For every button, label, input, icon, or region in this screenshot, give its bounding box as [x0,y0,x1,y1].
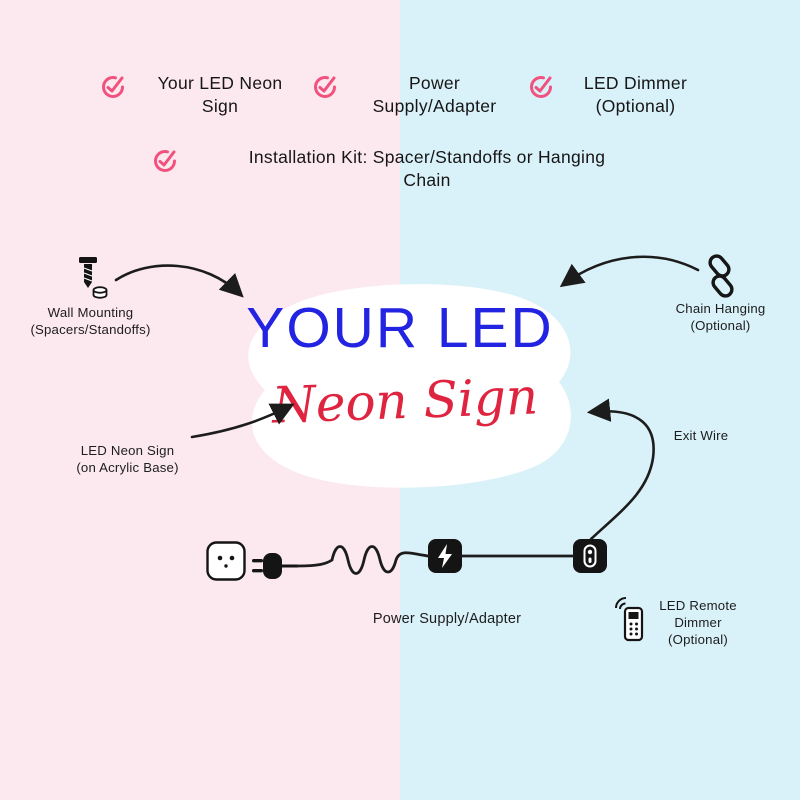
checklist-item-dimmer: LED Dimmer (Optional) [528,72,708,118]
neon-sign-title: YOUR LED [246,296,554,360]
exit-wire-cable [586,398,655,541]
checklist-item-power-supply: Power Supply/Adapter [312,72,522,118]
check-icon [528,73,554,104]
inline-dimmer-icon [573,539,607,578]
power-adapter-icon [428,539,462,578]
exit-wire-label: Exit Wire [673,428,729,443]
remote-control-icon [612,596,648,649]
power-supply-label: Power Supply/Adapter [372,611,522,627]
neon-sign-subtitle: Neon Sign [271,367,539,435]
checklist-label: Your LED Neon Sign [157,73,283,116]
led-neon-sign-label: LED Neon Sign (on Acrylic Base) [76,443,179,475]
checklist-label: Power Supply/Adapter [372,73,497,116]
check-icon [312,73,338,104]
checklist-label: Installation Kit: Spacer/Standoffs or Ha… [248,147,606,190]
acrylic-base-shape [248,284,571,488]
plug-icon [252,549,298,588]
wall-mounting-label: Wall Mounting (Spacers/Standoffs) [30,305,151,337]
chain-hanging-label: Chain Hanging (Optional) [675,301,766,333]
chain-link-icon [700,254,742,305]
check-icon [152,147,178,178]
checklist-label: LED Dimmer (Optional) [583,73,688,116]
remote-dimmer-label: LED Remote Dimmer (Optional) [659,598,737,647]
screw-icon [72,256,108,305]
checklist-item-installation-kit: Installation Kit: Spacer/Standoffs or Ha… [152,146,667,192]
checklist-item-neon-sign: Your LED Neon Sign [100,72,305,118]
check-icon [100,73,126,104]
power-cable [296,545,430,575]
power-outlet-icon [206,541,246,586]
